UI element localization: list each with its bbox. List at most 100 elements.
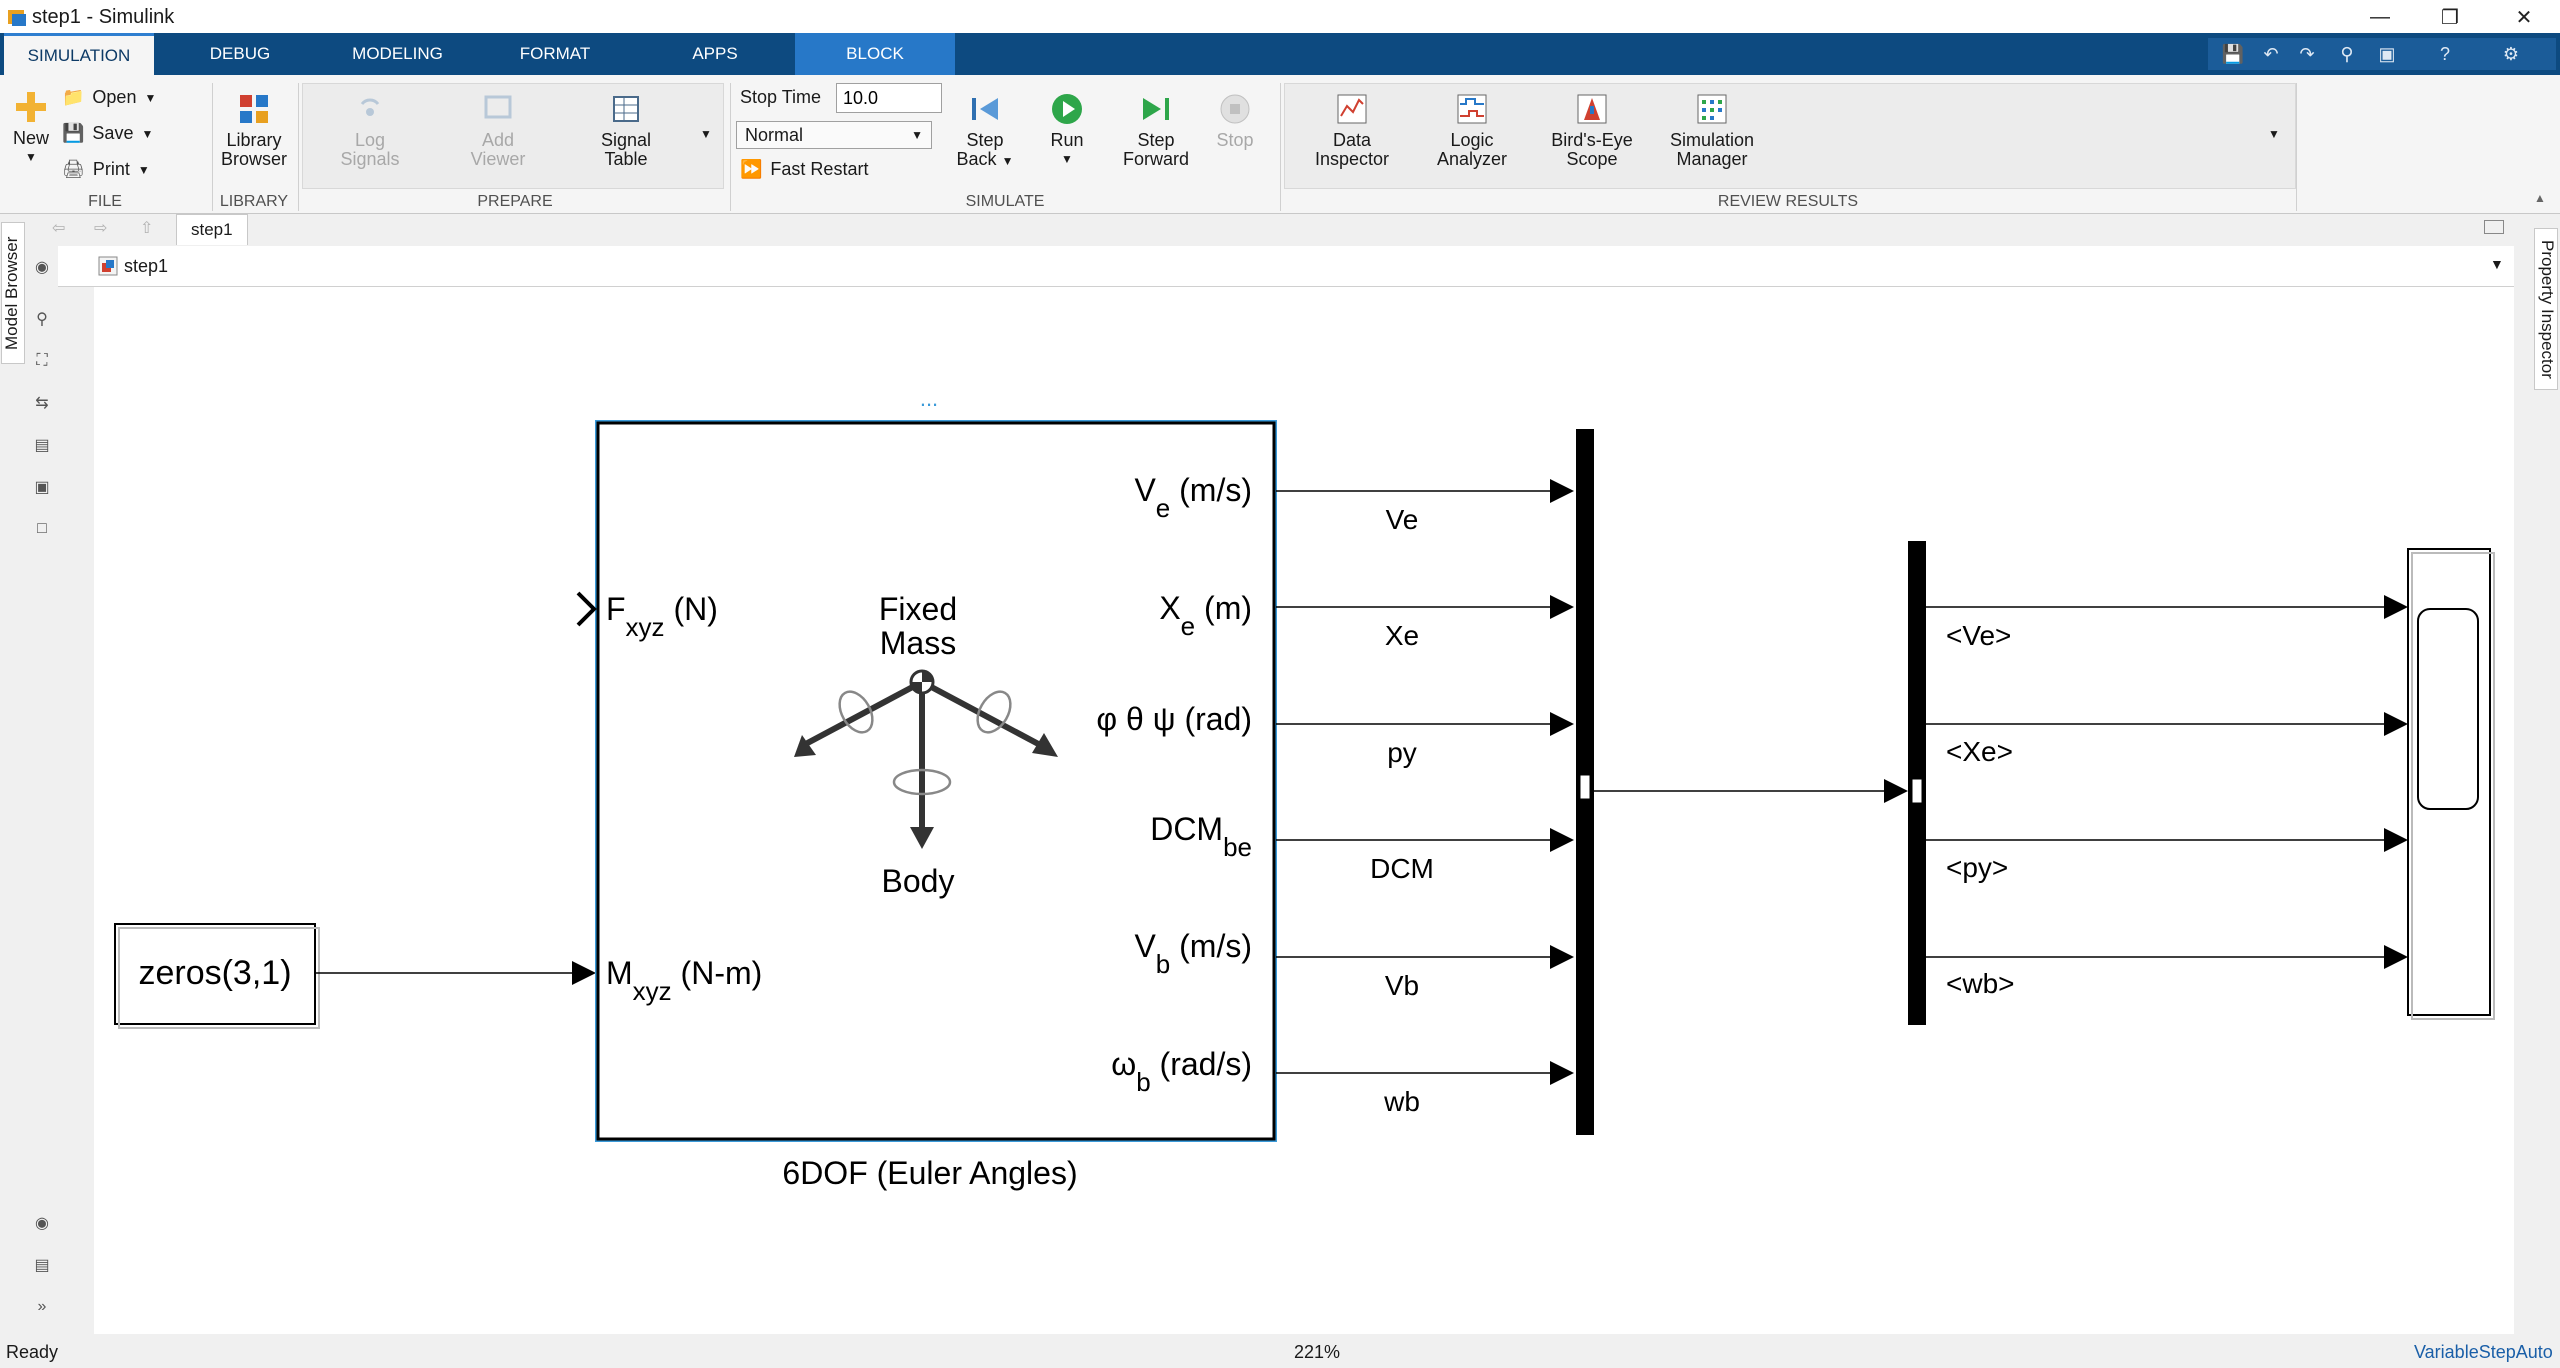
screenshot-camera-icon[interactable]: ◉	[35, 1215, 49, 1232]
group-divider	[298, 83, 299, 211]
model-icon	[98, 256, 118, 276]
simulation-mode-select[interactable]: Normal▼	[736, 121, 932, 149]
signal-label[interactable]: Xe	[1385, 620, 1419, 651]
minimize-button[interactable]: —	[2370, 5, 2390, 28]
print-button[interactable]: 🖨Print▼	[62, 159, 150, 179]
image-icon[interactable]: ▣	[34, 479, 50, 496]
model-tab-step1[interactable]: step1	[176, 214, 248, 245]
sixdof-block[interactable]: ... Fxyz (N) Mxyz (N-m) Ve (m/s) Xe (m) …	[576, 386, 1277, 1142]
stop-time-input[interactable]	[836, 83, 942, 113]
signal-arrow	[1550, 945, 1574, 969]
model-canvas[interactable]: zeros(3,1) ... Fxyz (N) Mxyz (N-m) Ve (m…	[94, 287, 2514, 1334]
bus-creator-block[interactable]	[1576, 429, 1594, 1135]
tab-block[interactable]: BLOCK	[795, 33, 955, 75]
group-divider	[1280, 83, 1281, 211]
area-icon[interactable]: □	[37, 520, 47, 537]
run-button[interactable]: Run▼	[1032, 91, 1102, 169]
search-icon[interactable]: ⚲	[2340, 43, 2354, 64]
constant-block[interactable]: zeros(3,1)	[114, 923, 320, 1029]
model-info-icon[interactable]: ▤	[34, 1257, 50, 1274]
signal-arrow	[1550, 712, 1574, 736]
output-label-dcm: DCMbe	[1150, 811, 1252, 862]
property-inspector-tab[interactable]: Property Inspector	[2534, 228, 2558, 390]
help-icon[interactable]: ?	[2439, 43, 2450, 64]
signal-label[interactable]: py	[1387, 737, 1417, 768]
window-layout-icon[interactable]: ▣	[2378, 43, 2396, 64]
annotation-icon[interactable]: ▤	[34, 437, 50, 454]
group-divider	[2296, 83, 2297, 211]
fast-restart-toggle[interactable]: ⏩Fast Restart	[740, 159, 869, 179]
chevron-down-icon: ▼	[911, 128, 923, 142]
save-quick-icon[interactable]: 💾	[2221, 43, 2245, 64]
signal-label[interactable]: wb	[1383, 1086, 1420, 1117]
signal-label[interactable]: <Ve>	[1946, 620, 2011, 651]
tab-modeling[interactable]: MODELING	[352, 44, 443, 63]
expand-palette-icon[interactable]: »	[37, 1298, 47, 1315]
signal-label[interactable]: Ve	[1386, 504, 1419, 535]
tab-apps[interactable]: APPS	[692, 44, 738, 63]
bus-selector-block[interactable]	[1908, 541, 1926, 1025]
simulink-app-icon	[8, 10, 26, 26]
breadcrumb-dropdown-icon[interactable]: ▼	[2490, 256, 2504, 272]
new-button[interactable]: New▼	[8, 89, 54, 167]
back-arrow-icon[interactable]: ⇦	[52, 220, 66, 237]
fixed-mass-label-1: Fixed	[879, 591, 957, 627]
model-browser-tab[interactable]: Model Browser	[1, 222, 25, 364]
signal-label[interactable]: <Xe>	[1946, 736, 2013, 767]
scope-block[interactable]	[2407, 548, 2495, 1020]
collapse-ribbon-icon[interactable]: ▲	[2534, 191, 2546, 205]
output-label-vb: Vb (m/s)	[1134, 928, 1252, 979]
hide-explorer-icon[interactable]	[2484, 220, 2504, 234]
fit-to-view-icon[interactable]: ⛶	[36, 352, 48, 369]
plus-icon	[13, 89, 49, 125]
restore-button[interactable]: ❐	[2441, 6, 2459, 29]
tab-debug[interactable]: DEBUG	[209, 44, 271, 63]
zoom-in-icon[interactable]: ⚲	[36, 311, 48, 328]
block-ellipsis[interactable]: ...	[920, 386, 938, 411]
forward-arrow-icon[interactable]: ⇨	[94, 220, 108, 237]
signal-arrow	[1550, 1061, 1574, 1085]
logic-analyzer-icon	[1454, 91, 1490, 127]
birds-eye-icon	[1574, 91, 1610, 127]
output-label-euler: φ θ ψ (rad)	[1096, 701, 1252, 737]
up-arrow-icon[interactable]: ⇧	[140, 220, 154, 237]
signal-label[interactable]: DCM	[1370, 853, 1434, 884]
tab-simulation[interactable]: SIMULATION	[4, 33, 154, 75]
hide-browser-icon[interactable]: ◉	[35, 259, 49, 276]
bus-selector-outputs: <Ve> <Xe> <py> <wb>	[1926, 595, 2408, 999]
settings-icon[interactable]: ⚙	[2502, 43, 2520, 64]
review-expand-arrow[interactable]: ▼	[2268, 127, 2280, 141]
signal-label[interactable]: <wb>	[1946, 968, 2015, 999]
stop-time-label: Stop Time	[740, 87, 822, 107]
undo-icon[interactable]: ↶	[2263, 43, 2279, 64]
sixdof-caption: 6DOF (Euler Angles)	[782, 1155, 1077, 1191]
tab-format[interactable]: FORMAT	[519, 44, 591, 63]
window-title: step1 - Simulink	[32, 6, 175, 28]
prepare-expand-arrow[interactable]: ▼	[700, 127, 712, 141]
close-button[interactable]: ✕	[2515, 6, 2533, 29]
zoom-level[interactable]: 221%	[1294, 1342, 1341, 1362]
signal-label[interactable]: Vb	[1385, 970, 1419, 1001]
open-button[interactable]: 📁Open▼	[62, 87, 157, 107]
breadcrumb[interactable]: step1	[124, 256, 169, 276]
body-label: Body	[882, 863, 955, 899]
redo-icon[interactable]: ↷	[2299, 43, 2315, 64]
stop-button[interactable]: Stop	[1200, 91, 1270, 150]
fast-restart-icon: ⏩	[740, 159, 763, 179]
arrange-arrows-icon[interactable]: ⇆	[35, 395, 49, 412]
signal-label[interactable]: <py>	[1946, 852, 2008, 883]
save-button[interactable]: 💾Save▼	[62, 123, 154, 143]
explorer-bar: ⇦ ⇨ ⇧ step1	[26, 214, 2516, 245]
solver-link[interactable]: VariableStepAuto	[2414, 1342, 2553, 1362]
